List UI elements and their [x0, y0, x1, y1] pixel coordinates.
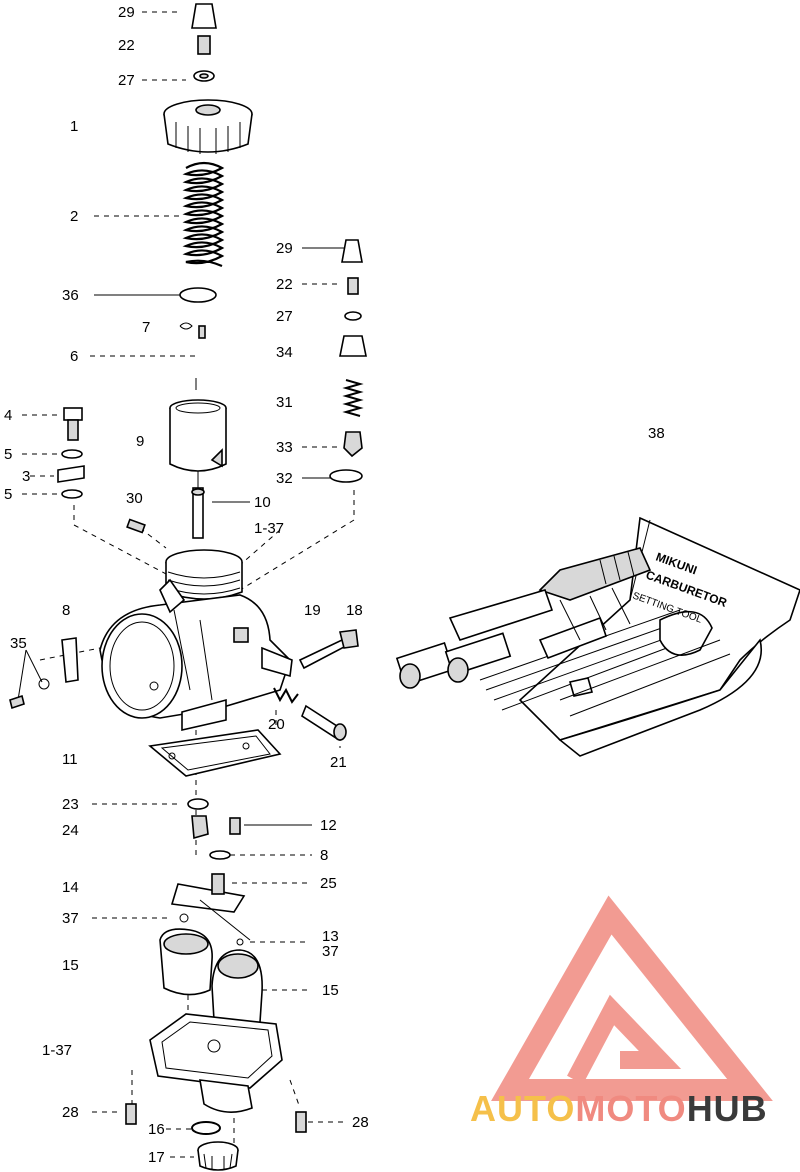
callout-5b: 5: [4, 486, 13, 503]
needle-valve: [191, 815, 209, 840]
callout-30: 30: [126, 490, 143, 507]
air-screw: [273, 629, 359, 741]
washer: [209, 850, 231, 860]
wordmark-moto: MOTO: [575, 1088, 687, 1129]
callout-38: 38: [648, 425, 665, 442]
callout-32: 32: [276, 470, 293, 487]
callout-15b: 15: [322, 982, 339, 999]
float-bowl: [149, 1013, 283, 1113]
callout-28b: 28: [352, 1114, 369, 1131]
e-clip: [179, 322, 193, 330]
callout-17: 17: [148, 1149, 165, 1166]
callout-11: 11: [62, 751, 78, 768]
callout-27b: 27: [276, 308, 293, 325]
tool-kit-pouch: [395, 516, 800, 757]
callout-12: 12: [320, 817, 337, 834]
automotohub-logo-mark: [491, 895, 773, 1101]
bracket-screw: [9, 637, 79, 710]
callout-25: 25: [320, 875, 337, 892]
callout-9: 9: [136, 433, 145, 450]
callout-33: 33: [276, 439, 293, 456]
bowl-screw-left: [125, 1103, 137, 1125]
callout-18: 18: [346, 602, 363, 619]
callout-16: 16: [148, 1121, 165, 1138]
cable-adjuster-top: [191, 3, 217, 82]
callout-31: 31: [276, 394, 293, 411]
carburetor-body: [99, 549, 293, 732]
callout-19: 19: [304, 602, 321, 619]
callout-36: 36: [62, 287, 79, 304]
float-arm: [170, 873, 251, 946]
callout-3: 3: [22, 468, 31, 485]
callout-37: 37: [62, 910, 79, 927]
callout-22b: 22: [276, 276, 293, 293]
callout-23: 23: [62, 796, 79, 813]
callout-20: 20: [268, 716, 285, 733]
callout-1-37: 1-37: [254, 520, 285, 537]
callout-8b: 8: [320, 847, 329, 864]
callout-35: 35: [10, 635, 27, 652]
callout-34: 34: [276, 344, 293, 361]
callout-13: 13: [322, 928, 339, 945]
callout-15: 15: [62, 957, 79, 974]
throttle-spring: [182, 161, 225, 268]
screw-12: [229, 817, 241, 835]
callout-14: 14: [62, 879, 79, 896]
floats: [159, 928, 263, 1028]
spring-seat: [179, 287, 217, 303]
callout-37b: 37: [322, 943, 339, 960]
callout-2: 2: [70, 208, 79, 225]
starter-plunger-assembly: [329, 239, 367, 483]
needle-jet: [191, 487, 205, 539]
callout-28: 28: [62, 1104, 79, 1121]
wordmark-hub: HUB: [686, 1088, 768, 1129]
callout-5: 5: [4, 446, 13, 463]
o-ring: [187, 798, 209, 810]
pilot-screw: [126, 518, 146, 534]
callout-1: 1: [70, 118, 79, 135]
wordmark-auto: AUTO: [470, 1088, 576, 1129]
mixing-chamber-top: [163, 99, 253, 154]
jet-needle: [198, 325, 206, 339]
callout-21: 21: [330, 754, 347, 771]
callout-4: 4: [4, 407, 13, 424]
callout-8: 8: [62, 602, 71, 619]
callout-7: 7: [142, 319, 151, 336]
float-chamber-gasket: [148, 729, 282, 777]
throttle-valve: [169, 399, 227, 472]
callout-27: 27: [118, 72, 135, 89]
automotohub-wordmark: AUTOMOTOHUB: [470, 1088, 768, 1130]
callout-1-37b: 1-37: [42, 1042, 73, 1059]
callout-6: 6: [70, 348, 79, 365]
callout-22: 22: [118, 37, 135, 54]
drain-o-ring: [191, 1121, 221, 1135]
banjo-fitting: [57, 407, 85, 499]
callout-24: 24: [62, 822, 79, 839]
drain-plug: [197, 1141, 239, 1171]
bowl-screw-right: [295, 1111, 307, 1133]
callout-29: 29: [118, 4, 135, 21]
callout-29b: 29: [276, 240, 293, 257]
callout-10: 10: [254, 494, 271, 511]
